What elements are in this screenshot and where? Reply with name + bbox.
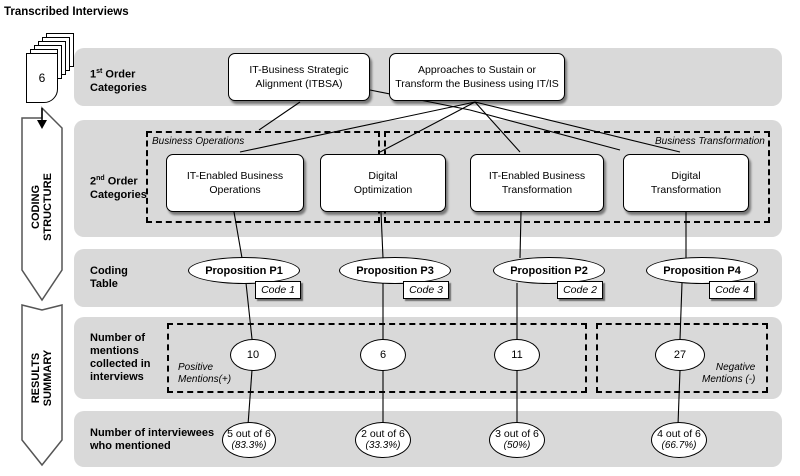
positive-mentions-label: Positive Mentions(+) bbox=[178, 362, 232, 385]
second-order-categories-label: 2nd Order Categories bbox=[90, 175, 147, 201]
code-2-tag: Code 2 bbox=[557, 281, 603, 299]
coding-table-label: Coding Table bbox=[90, 265, 128, 290]
proposition-p3: Proposition P3 bbox=[339, 257, 451, 284]
code-3-tag: Code 3 bbox=[403, 281, 449, 299]
transcribed-interviews-title: Transcribed Interviews bbox=[4, 6, 129, 18]
interviewees-p3: 2 out of 6(33.3%) bbox=[355, 422, 411, 458]
business-transformation-group-label: Business Transformation bbox=[655, 136, 765, 147]
positive-mentions-group bbox=[167, 323, 587, 393]
interviewees-p2: 3 out of 6(50%) bbox=[489, 422, 545, 458]
code-4-tag: Code 4 bbox=[709, 281, 755, 299]
first-order-categories-label: 1st Order Categories bbox=[90, 68, 147, 94]
proposition-p4: Proposition P4 bbox=[646, 257, 758, 284]
proposition-p1: Proposition P1 bbox=[188, 257, 300, 284]
mentions-label: Number of mentions collected in intervie… bbox=[90, 332, 151, 383]
interviewees-p1: 5 out of 6(83.3%) bbox=[222, 422, 276, 458]
mention-count-p3: 6 bbox=[360, 339, 406, 371]
proposition-p2: Proposition P2 bbox=[493, 257, 605, 284]
results-summary-label: RESULTS SUMMARY bbox=[30, 349, 54, 407]
business-operations-group-label: Business Operations bbox=[152, 136, 245, 147]
results-summary-arrow bbox=[21, 304, 63, 467]
document-sheet-front: 6 bbox=[26, 53, 58, 103]
mention-count-p2: 11 bbox=[494, 339, 540, 371]
negative-mentions-label: Negative Mentions (-) bbox=[702, 362, 756, 385]
interviewees-label: Number of interviewees who mentioned bbox=[90, 427, 215, 452]
mention-count-p1: 10 bbox=[230, 339, 276, 371]
code-1-tag: Code 1 bbox=[255, 281, 301, 299]
negative-mentions-group bbox=[596, 323, 768, 393]
mention-count-p4: 27 bbox=[655, 339, 705, 371]
interviewees-p4: 4 out of 6(66.7%) bbox=[651, 422, 707, 458]
interview-count: 6 bbox=[38, 71, 46, 85]
coding-structure-label: CODING STRUCTURE bbox=[30, 173, 54, 241]
